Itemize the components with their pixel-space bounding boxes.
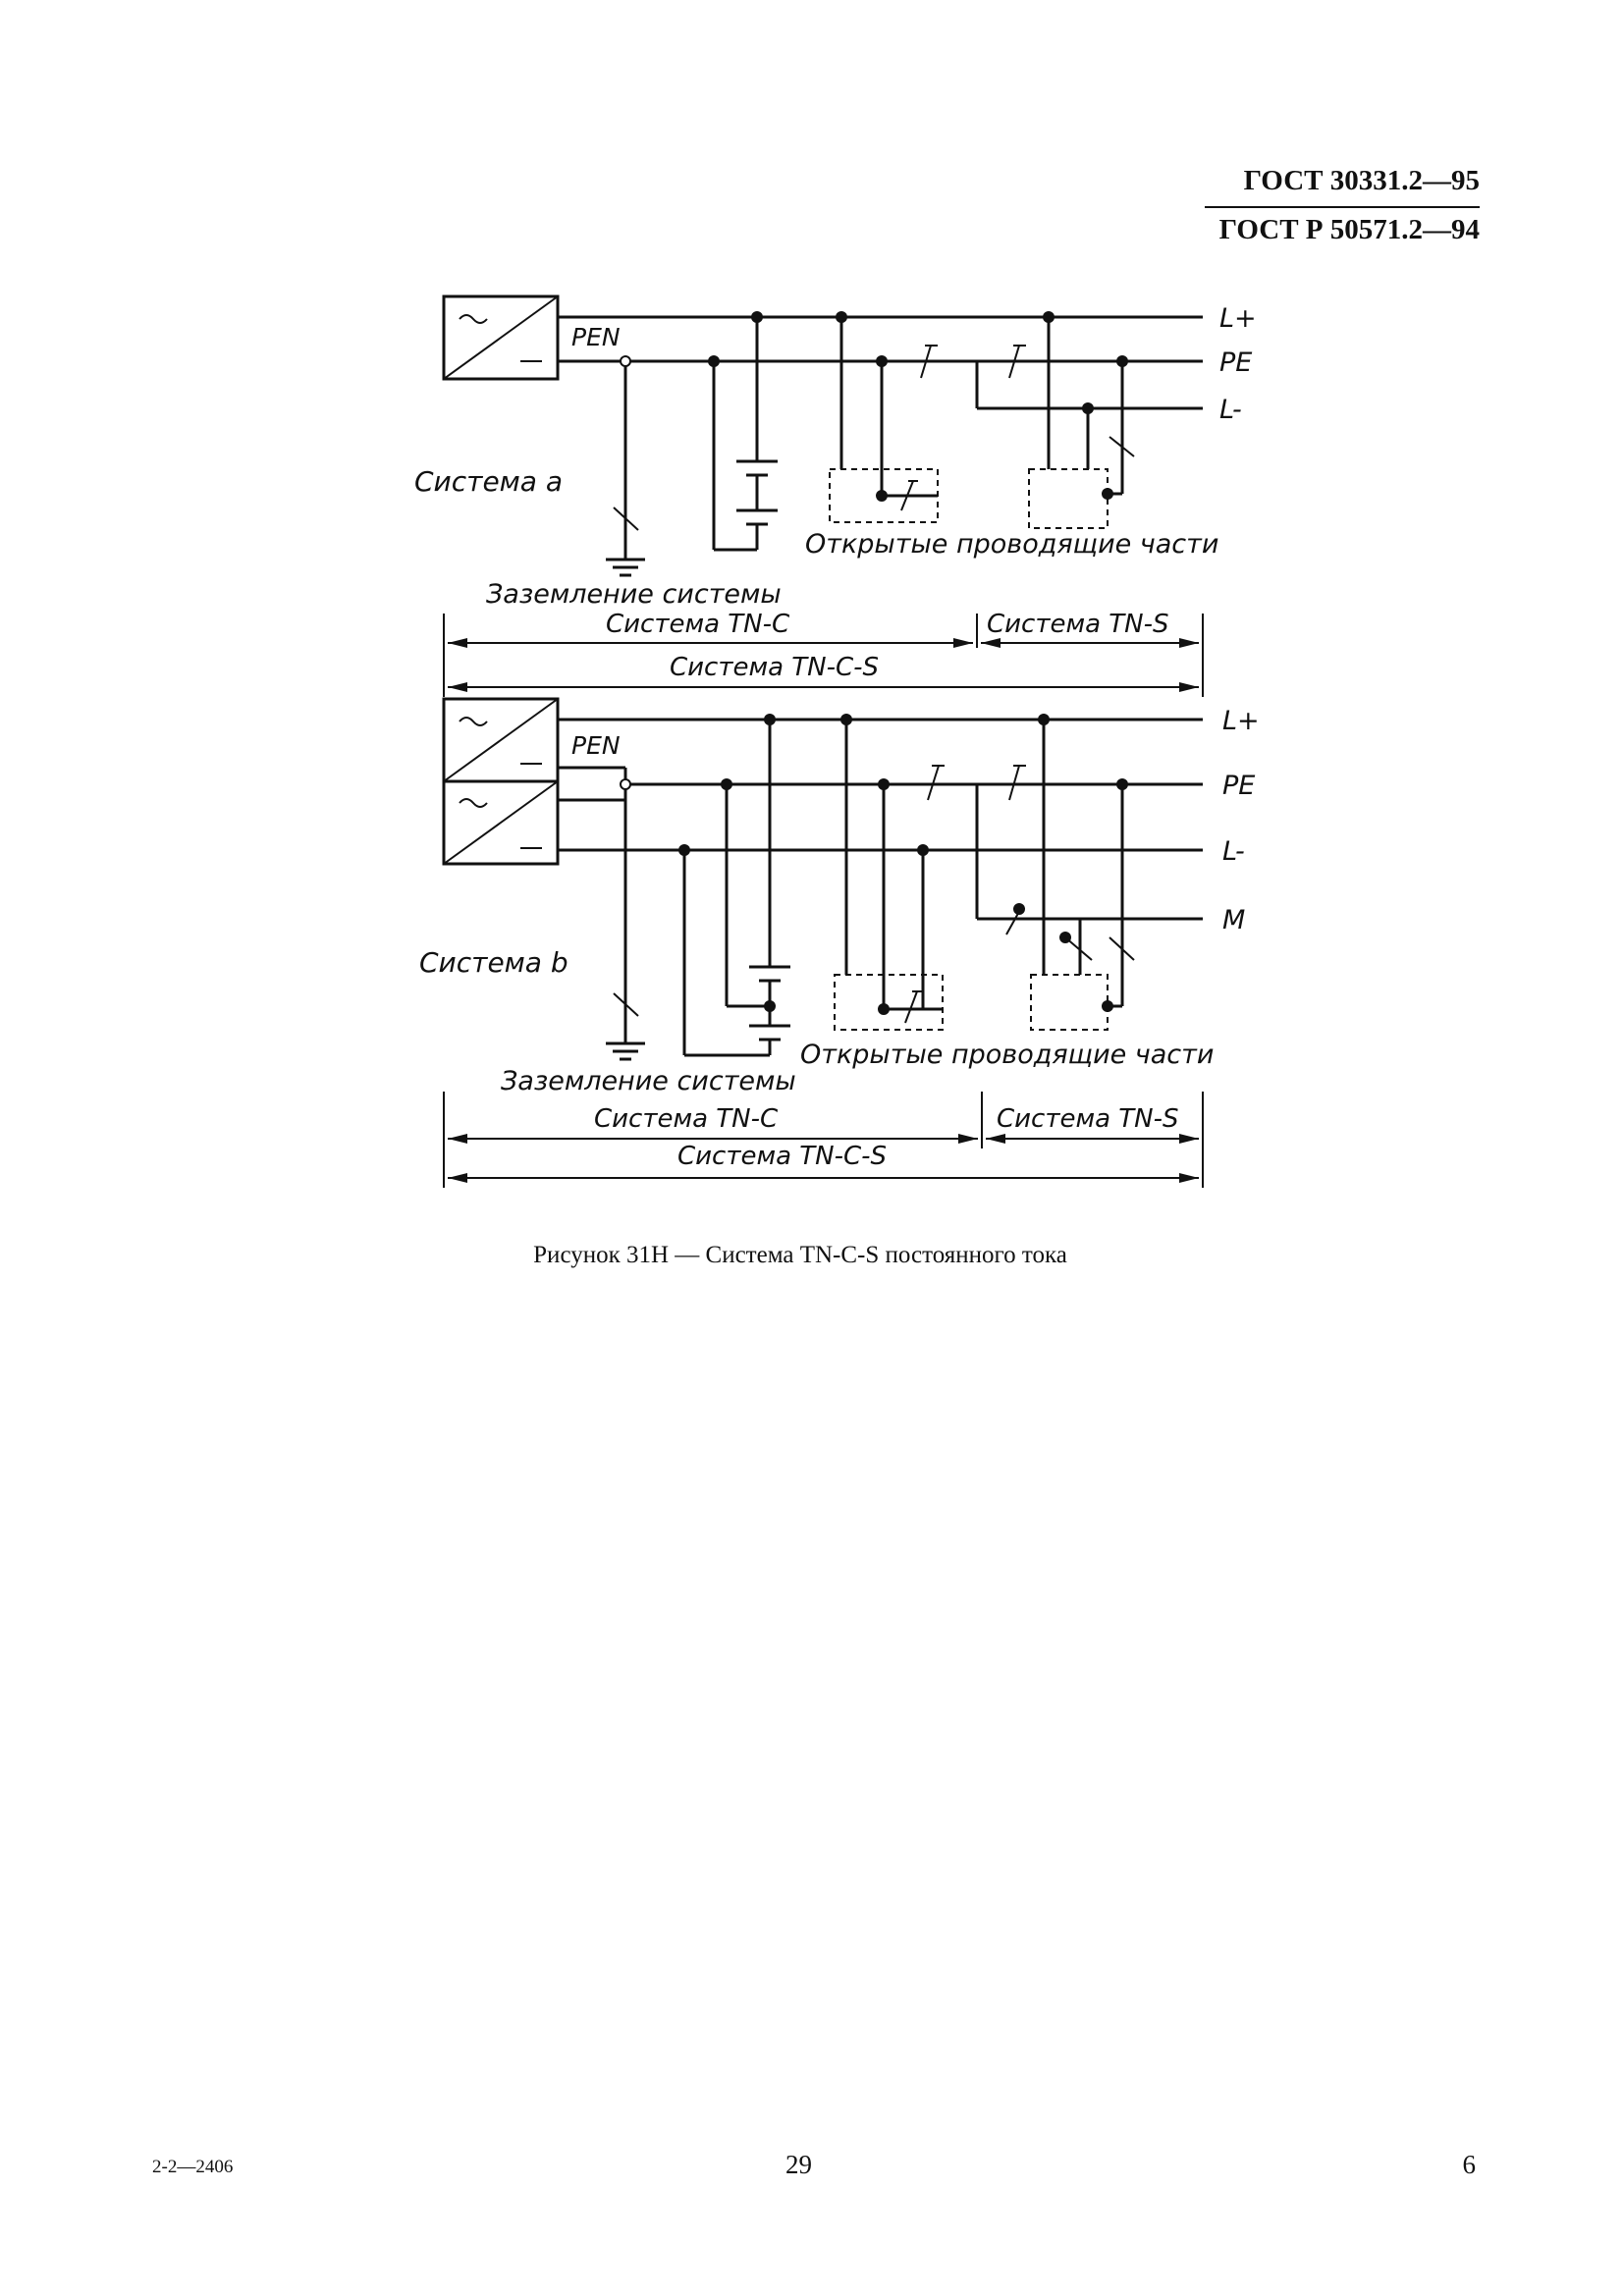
label-pe: PE: [1222, 771, 1255, 801]
label-m: M: [1222, 905, 1245, 935]
exposed-parts-label: Открытые проводящие части: [805, 529, 1218, 560]
footer-code: 2-2—2406: [152, 2157, 234, 2177]
grounding-label: Заземление системы: [501, 1066, 796, 1096]
figure-caption: Рисунок 31Н — Система TN-C-S постоянного…: [533, 1242, 1067, 1268]
page-number: 29: [785, 2150, 812, 2179]
ac-symbol-icon: [459, 717, 488, 726]
header-divider: [1205, 206, 1480, 208]
span-tnc-label: Система TN-C: [594, 1104, 779, 1134]
label-l-minus: L-: [1222, 836, 1245, 867]
label-pe: PE: [1219, 347, 1252, 378]
span-tncs-label: Система TN-C-S: [670, 653, 879, 682]
exposed-parts-label: Открытые проводящие части: [800, 1040, 1214, 1070]
exposed-part-box-2: [1030, 974, 1109, 1031]
system-a-label: Система a: [414, 465, 563, 498]
label-l-plus: L+: [1219, 303, 1257, 334]
label-l-plus: L+: [1222, 706, 1260, 736]
span-tns-label: Система TN-S: [987, 610, 1169, 639]
span-tns-label: Система TN-S: [997, 1104, 1179, 1134]
standard-number-primary: ГОСТ 30331.2—95: [1243, 165, 1480, 196]
system-b-diagram: PEN L+ PE L- M: [419, 697, 1260, 1188]
tn-c-s-dc-diagram: PEN L+ PE L-: [414, 294, 1260, 1188]
span-tnc-label: Система TN-C: [606, 610, 790, 639]
pen-label: PEN: [571, 323, 621, 351]
pen-label: PEN: [571, 731, 621, 760]
sheet-number: 6: [1462, 2150, 1477, 2179]
dc-source-box: [442, 294, 560, 381]
dc-source-box-2: [442, 779, 560, 866]
exposed-part-box-2: [1028, 468, 1109, 529]
label-l-minus: L-: [1219, 395, 1242, 425]
span-tncs-label: Система TN-C-S: [677, 1142, 887, 1171]
grounding-label: Заземление системы: [486, 579, 782, 610]
system-a-diagram: PEN L+ PE L-: [414, 294, 1257, 697]
ac-symbol-icon: [459, 798, 488, 808]
system-b-label: Система b: [419, 946, 568, 979]
standard-number-secondary: ГОСТ Р 50571.2—94: [1218, 214, 1480, 245]
ac-symbol-icon: [459, 314, 488, 324]
exposed-part-box: [834, 974, 944, 1031]
